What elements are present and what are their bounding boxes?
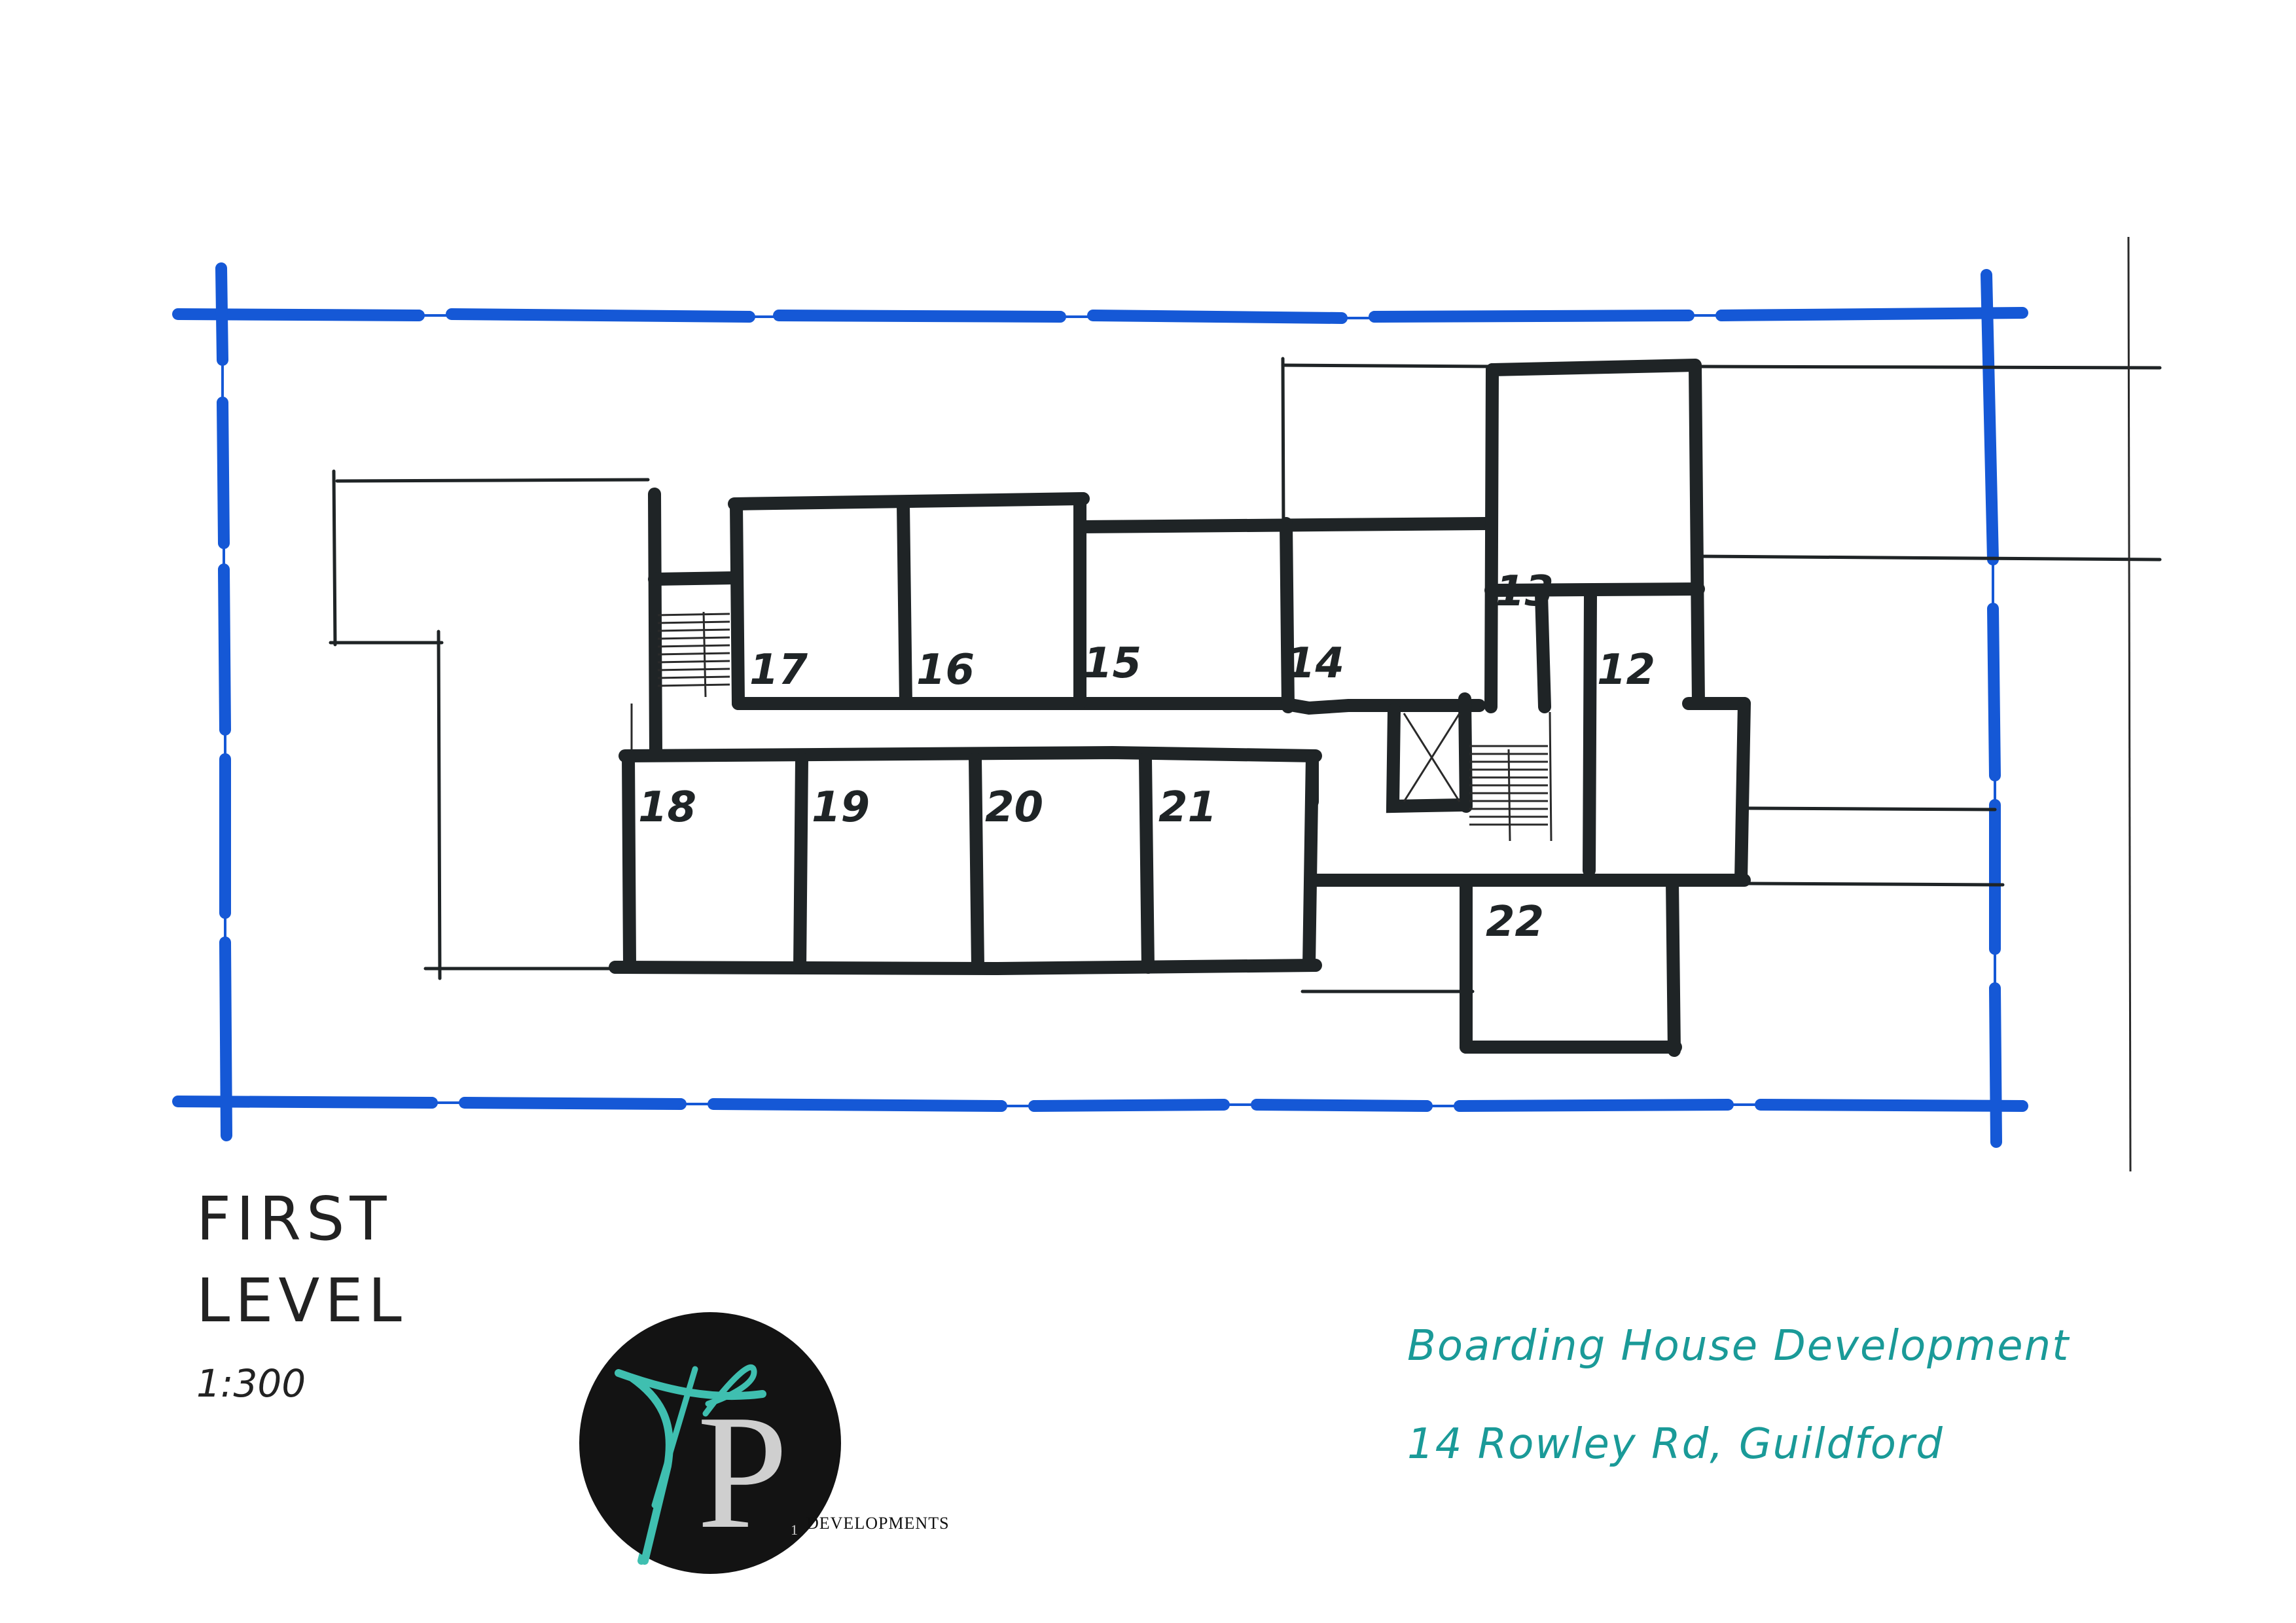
room-label-19: 19: [812, 783, 870, 832]
company-logo-circle: [579, 1312, 841, 1574]
room-label-16: 16: [916, 646, 975, 694]
drawing-scale: 1:300: [196, 1361, 306, 1406]
room-label-17: 17: [749, 646, 808, 694]
site-boundary: [172, 262, 2028, 1148]
stair-icon: [1469, 711, 1552, 842]
project-title: Boarding House Development: [1407, 1322, 2070, 1370]
room-label-21: 21: [1158, 783, 1217, 832]
project-address: 14 Rowley Rd, Guildford: [1407, 1420, 1944, 1469]
room-label-14: 14: [1286, 639, 1344, 688]
logo-letter: P: [697, 1382, 789, 1563]
room-label-15: 15: [1083, 639, 1141, 688]
stair-icon: [657, 611, 730, 698]
level-title-line1: FIRST: [196, 1184, 392, 1254]
room-label-12: 12: [1597, 646, 1655, 694]
room-label-13: 13: [1496, 567, 1554, 616]
lift-icon: [1403, 713, 1461, 802]
building-outline-thin: [329, 236, 2162, 1172]
room-label-22: 22: [1486, 898, 1544, 946]
logo-subscript: 1: [791, 1522, 798, 1538]
room-label-18: 18: [638, 783, 696, 832]
walls: [609, 359, 1751, 1057]
room-label-20: 20: [985, 783, 1043, 832]
level-title-line2: LEVEL: [196, 1266, 407, 1336]
level-title: FIRST LEVEL: [196, 1178, 407, 1342]
logo-company-name: DEVELOPMENTS: [806, 1514, 950, 1533]
room-labels: 12 13 14 15 16 17 18 19 20 21 22: [638, 567, 1655, 946]
